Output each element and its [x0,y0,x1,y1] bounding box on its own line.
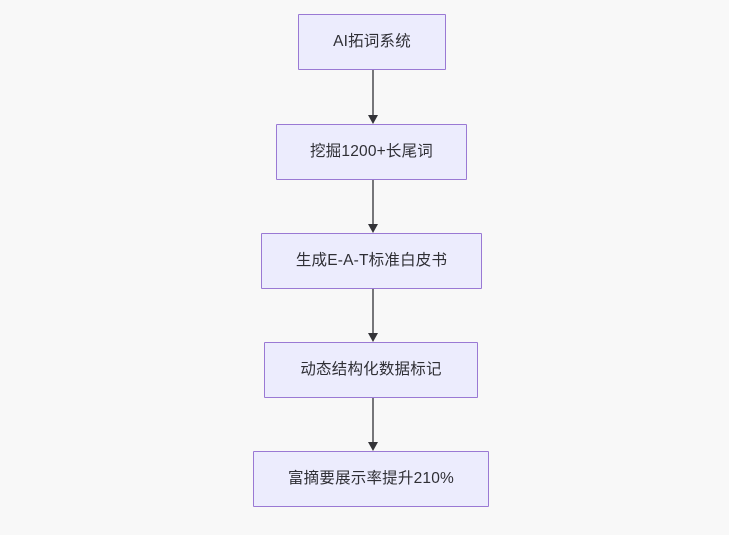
edge-line [372,70,374,116]
edge-node3-node4 [367,289,378,342]
flow-node-ai-keyword-system[interactable]: AI拓词系统 [298,14,446,70]
edge-node1-node2 [367,70,378,124]
edge-node4-node5 [367,398,378,451]
edge-line [372,398,374,443]
flow-node-label: AI拓词系统 [333,33,411,51]
flow-node-mine-longtail-keywords[interactable]: 挖掘1200+长尾词 [276,124,467,180]
arrowhead-icon [367,442,378,451]
flow-node-dynamic-structured-data[interactable]: 动态结构化数据标记 [264,342,478,398]
flow-node-label: 动态结构化数据标记 [300,361,442,379]
edge-line [372,180,374,225]
edge-line [372,289,374,334]
flow-node-label: 富摘要展示率提升210% [287,470,455,488]
flow-node-label: 生成E-A-T标准白皮书 [295,252,448,270]
arrowhead-icon [367,115,378,124]
arrowhead-icon [367,224,378,233]
flow-node-label: 挖掘1200+长尾词 [309,143,434,161]
flow-node-generate-eat-whitepaper[interactable]: 生成E-A-T标准白皮书 [261,233,482,289]
flow-node-rich-snippet-uplift[interactable]: 富摘要展示率提升210% [253,451,489,507]
edge-node2-node3 [367,180,378,233]
arrowhead-icon [367,333,378,342]
